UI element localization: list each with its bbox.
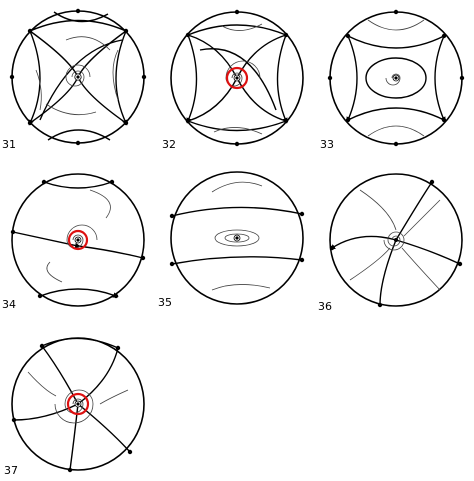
panel-36: 36 (318, 173, 463, 313)
equilibrium-point (394, 238, 398, 242)
panel-label: 33 (320, 138, 334, 151)
panel-label: 32 (162, 138, 176, 151)
poincare-disk (170, 171, 304, 305)
boundary-points (185, 9, 289, 147)
boundary-points (169, 211, 305, 267)
equilibrium-point (235, 236, 239, 240)
boundary-points (9, 8, 147, 146)
boundary-points (10, 179, 146, 299)
trajectories (27, 371, 129, 424)
separatrices (346, 35, 446, 123)
panel-33: 33 (320, 9, 465, 151)
limit-cycle (66, 392, 90, 416)
panel-32: 32 (162, 9, 304, 151)
equilibrium-point (76, 75, 80, 79)
separatrices (186, 24, 288, 132)
equilibrium-point (76, 238, 80, 242)
boundary-points (11, 343, 133, 473)
panel-37: 37 (4, 337, 145, 477)
equilibrium-point (235, 76, 239, 80)
poincare-disk (11, 173, 145, 307)
limit-cycle (225, 66, 249, 90)
panel-35: 35 (158, 171, 305, 309)
panel-label: 37 (4, 464, 18, 477)
separatrices (171, 206, 303, 265)
equilibrium-point (394, 76, 398, 80)
equilibrium-point (76, 402, 80, 406)
limit-cycle (67, 229, 89, 251)
trajectories (349, 189, 441, 291)
trajectories (35, 36, 119, 116)
poincare-disk (329, 173, 463, 307)
panel-label: 34 (2, 298, 16, 311)
separatrices (28, 11, 128, 141)
trajectories (367, 19, 425, 137)
separatrices (329, 181, 461, 306)
separatrices (12, 181, 144, 298)
separatrices (13, 337, 131, 471)
trajectories (46, 189, 111, 283)
trajectories (211, 181, 271, 291)
panel-label: 35 (158, 296, 172, 309)
boundary-points (327, 9, 465, 147)
panel-34: 34 (2, 173, 146, 311)
panel-label: 31 (2, 138, 16, 151)
boundary-points (329, 179, 463, 308)
panel-label: 36 (318, 300, 332, 313)
panel-31: 31 (2, 8, 147, 151)
